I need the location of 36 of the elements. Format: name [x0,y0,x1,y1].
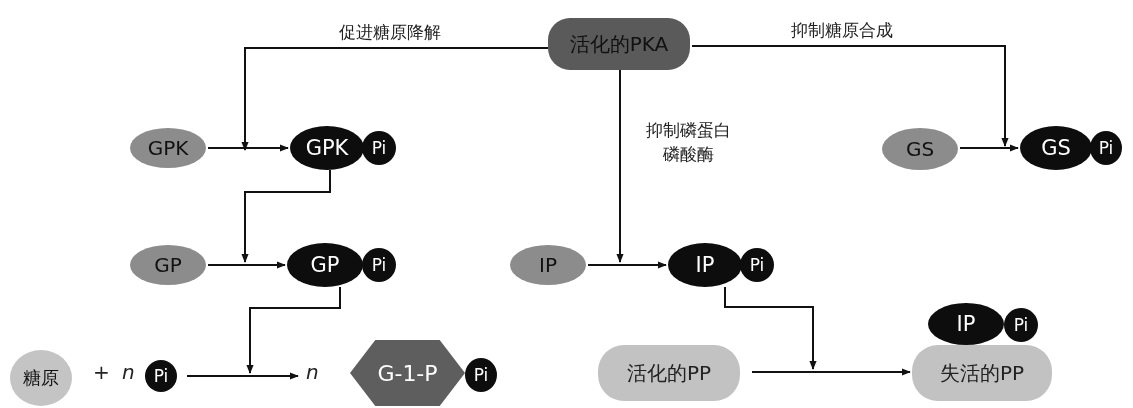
ellipse: IP [668,243,742,287]
phosphate-circle: Pi [362,248,396,282]
ellipse: GS [882,128,958,170]
hexagon: G-1-P [350,340,465,406]
circle: 糖原 [10,350,72,406]
phosphate-circle: Pi [145,360,177,392]
arrow [241,47,549,151]
ellipse: GP [130,245,206,285]
rounded-box: 失活的PP [912,345,1052,401]
ellipse: GPK [290,126,364,170]
coefficient-label: n [122,360,135,384]
plus-sign: + [93,360,110,384]
arrow [616,69,624,263]
arrow [724,286,817,370]
arrow [959,144,1019,152]
phosphate-circle: Pi [362,131,396,165]
arrow [751,368,911,376]
arrow [186,372,299,380]
arrow [246,286,341,374]
phosphate-circle: Pi [740,248,774,282]
coefficient-label: n [306,360,319,384]
phosphate-circle: Pi [1004,308,1038,342]
arrow [241,169,331,263]
arrow [207,261,286,269]
ellipse: IP [510,245,586,285]
phosphate-circle: Pi [1090,131,1122,165]
ellipse: GS [1020,126,1092,170]
phosphate-circle: Pi [465,358,497,392]
ellipse: GP [287,243,363,287]
rounded-box: 活化的PKA [548,18,690,70]
ellipse: GPK [130,128,206,168]
arrow [207,144,289,152]
rounded-box: 活化的PP [598,345,740,401]
arrow [587,261,667,269]
arrow [691,45,1009,147]
ellipse: IP [928,303,1004,345]
